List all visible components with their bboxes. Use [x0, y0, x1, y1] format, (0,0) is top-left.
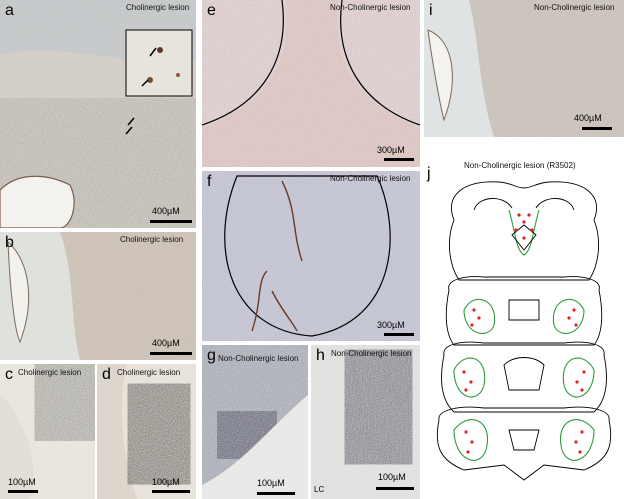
panel-d-letter: d — [102, 366, 111, 383]
panel-g-caption: Non-Cholinergic lesion — [218, 354, 299, 363]
panel-c-micrograph — [0, 364, 95, 499]
panel-d-micrograph — [97, 364, 196, 499]
panel-h-caption: Non-Cholinergic lesion — [331, 349, 412, 358]
panel-b-scale-label: 400µM — [152, 338, 180, 348]
panel-d-scale-label: 100µM — [152, 477, 180, 487]
panel-a-scale-bar — [150, 220, 192, 223]
panel-c: c Cholinergic lesion 100µM — [0, 364, 95, 499]
panel-f-micrograph — [202, 171, 420, 341]
panel-b-letter: b — [5, 234, 14, 251]
panel-g-scale-bar — [257, 492, 295, 495]
panel-f-caption: Non-Cholinergic lesion — [330, 174, 411, 183]
panel-h-lc-label: LC — [314, 485, 325, 494]
panel-h-micrograph — [311, 345, 420, 499]
panel-c-scale-bar — [8, 490, 38, 493]
panel-g-micrograph — [202, 345, 308, 499]
panel-c-caption: Cholinergic lesion — [18, 368, 82, 377]
panel-a-scale-label: 400µM — [152, 206, 180, 216]
panel-f-scale-label: 300µM — [377, 320, 405, 330]
panel-e-micrograph — [202, 0, 420, 167]
panel-g-scale-label: 100µM — [257, 478, 285, 488]
panel-d-caption: Cholinergic lesion — [117, 368, 181, 377]
panel-d-scale-bar — [152, 490, 190, 493]
panel-j-brain-sections — [436, 181, 612, 481]
panel-c-scale-label: 100µM — [8, 477, 36, 487]
panel-a: a Cholinergic lesion 400µM — [0, 0, 196, 228]
panel-i-letter: i — [429, 2, 433, 19]
panel-d: d Cholinergic lesion 100µM — [97, 364, 196, 499]
panel-f: f Non-Cholinergic lesion 300µM — [202, 171, 420, 341]
panel-e-letter: e — [207, 2, 216, 19]
panel-a-caption: Cholinergic lesion — [126, 3, 190, 12]
panel-i-caption: Non-Cholinergic lesion — [534, 3, 615, 12]
panel-i-scale-label: 400µM — [574, 113, 602, 123]
panel-f-scale-bar — [384, 333, 414, 336]
panel-e-scale-bar — [384, 158, 414, 161]
panel-j: j Non-Cholinergic lesion (R3502) — [424, 140, 624, 499]
panel-a-letter: a — [5, 2, 14, 19]
panel-a-micrograph — [0, 0, 196, 228]
panel-g-letter: g — [207, 347, 216, 364]
panel-b-caption: Cholinergic lesion — [120, 235, 184, 244]
panel-j-letter: j — [427, 165, 431, 182]
panel-e: e Non-Cholinergic lesion 300µM — [202, 0, 420, 167]
panel-h-letter: h — [316, 347, 325, 364]
panel-h: h Non-Cholinergic lesion LC 100µM — [311, 345, 420, 499]
panel-i-micrograph — [424, 0, 624, 137]
panel-e-caption: Non-Cholinergic lesion — [330, 3, 411, 12]
panel-c-letter: c — [5, 366, 13, 383]
panel-b-micrograph — [0, 232, 196, 360]
panel-h-scale-bar — [376, 487, 414, 490]
panel-j-caption: Non-Cholinergic lesion (R3502) — [464, 161, 576, 170]
panel-f-letter: f — [207, 173, 212, 190]
panel-g: g Non-Cholinergic lesion 100µM — [202, 345, 308, 499]
panel-i-scale-bar — [582, 127, 612, 130]
panel-h-scale-label: 100µM — [378, 472, 406, 482]
panel-b-scale-bar — [150, 352, 192, 355]
panel-b: b Cholinergic lesion 400µM — [0, 232, 196, 360]
panel-i: i Non-Cholinergic lesion 400µM — [424, 0, 624, 137]
panel-e-scale-label: 300µM — [377, 145, 405, 155]
